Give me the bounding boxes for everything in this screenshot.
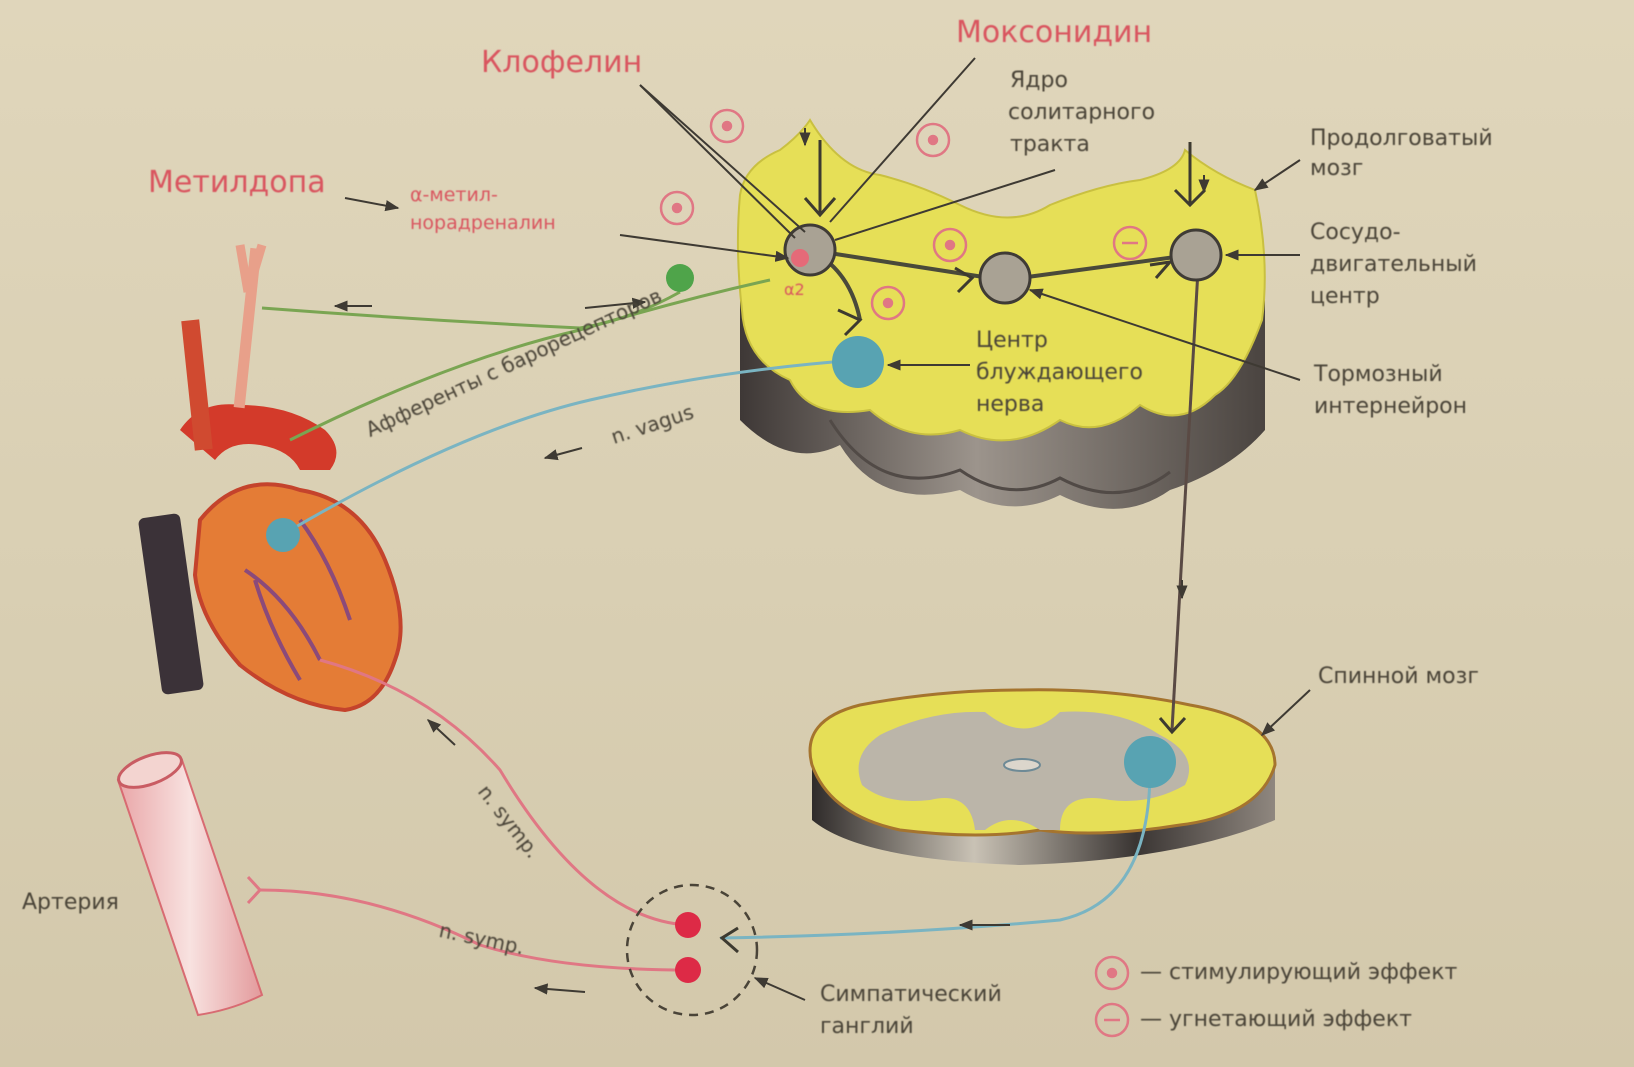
solitary-nucleus-label-3: тракта [1010, 130, 1090, 160]
medulla-block [738, 120, 1265, 509]
legend-inhibiting-text: — угнетающий эффект [1140, 1005, 1412, 1035]
vasomotor-center-label-2: двигательный [1310, 250, 1477, 280]
solitary-nucleus-label-2: солитарного [1008, 98, 1155, 128]
inhibitory-interneuron-label-1: Тормозный [1314, 360, 1443, 390]
legend-inhibiting-icon [1096, 1004, 1128, 1036]
solitary-nucleus-label-1: Ядро [1010, 66, 1068, 96]
solitary-neuron [785, 225, 835, 275]
vasomotor-center-label-1: Сосудо- [1310, 218, 1401, 248]
ganglion-label-1: Симпатический [820, 980, 1002, 1010]
sympathetic-fiber-heart [320, 660, 688, 925]
artery-label: Артерия [22, 888, 119, 918]
vasomotor-center-label-3: центр [1310, 282, 1380, 312]
medulla-label-1: Продолговатый [1310, 124, 1493, 154]
spinal-cord-disc [810, 690, 1275, 865]
vagus-center-neuron [832, 336, 884, 388]
medulla-label-2: мозг [1310, 154, 1363, 184]
alpha-methyl-label-2: норадреналин [410, 210, 556, 236]
legend-stimulating-icon [1096, 957, 1128, 989]
clonidine-label: Клофелин [481, 46, 642, 80]
ganglion-neuron-artery [675, 957, 701, 983]
afferent-ganglion-green [666, 264, 694, 292]
methyldopa-label: Метилдопа [148, 166, 326, 200]
alpha2-receptor-label: α2 [784, 277, 805, 303]
artery-nerve-ending [248, 877, 260, 903]
stimulating-sign-icon [917, 124, 949, 156]
heart-vagus-neuron [266, 518, 300, 552]
legend-stimulating-text: — стимулирующий эффект [1140, 958, 1457, 988]
stimulating-sign-icon [661, 192, 693, 224]
ganglion-label-2: ганглий [820, 1012, 914, 1042]
artery-tube [118, 760, 262, 1015]
alpha-methyl-label-1: α-метил- [410, 182, 498, 208]
inhibitory-interneuron-label-2: интернейрон [1314, 392, 1467, 422]
vagus-center-label-3: нерва [976, 390, 1044, 420]
central-canal [1004, 759, 1040, 771]
inhibitory-interneuron [980, 253, 1030, 303]
ganglion-neuron-heart [675, 912, 701, 938]
spinal-preganglionic-neuron [1124, 736, 1176, 788]
vagus-center-label-2: блуждающего [976, 358, 1143, 388]
vagus-center-label-1: Центр [976, 326, 1048, 356]
vasomotor-neuron [1171, 230, 1221, 280]
artery-illustration [114, 746, 262, 1015]
clonidine-receptor-dot [791, 249, 809, 267]
vena-cava [138, 513, 204, 695]
stimulating-sign-icon [711, 110, 743, 142]
spinal-cord-label: Спинной мозг [1318, 662, 1479, 692]
moxonidine-label: Моксонидин [956, 16, 1152, 50]
